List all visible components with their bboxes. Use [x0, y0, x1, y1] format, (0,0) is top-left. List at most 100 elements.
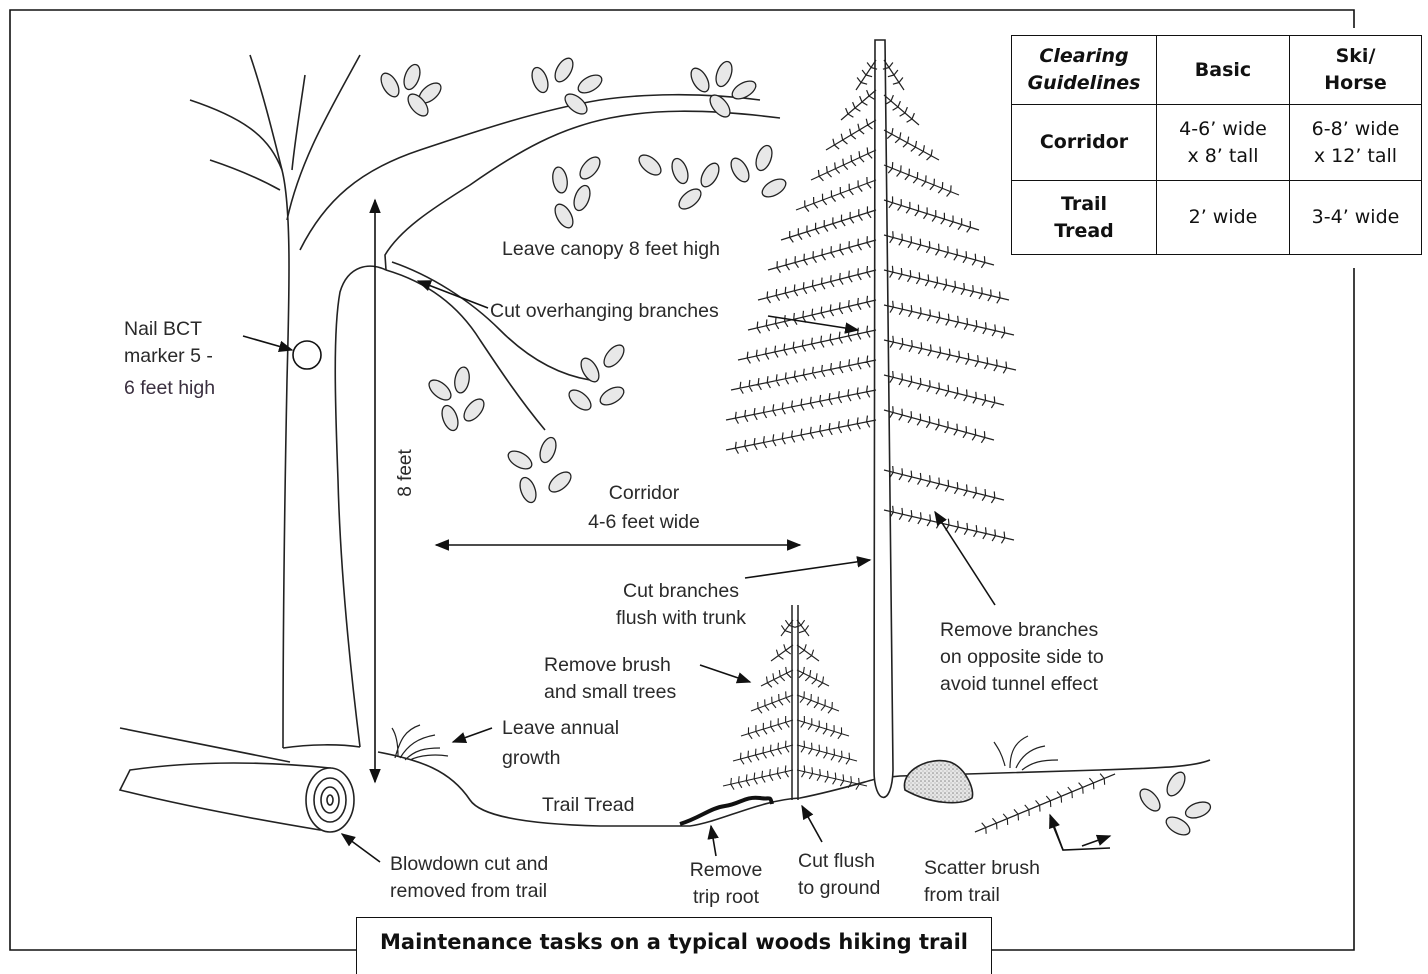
diagram-caption: Maintenance tasks on a typical woods hik…	[357, 930, 991, 954]
cell-line: Tread	[1018, 218, 1150, 245]
conifer-branch	[726, 386, 876, 424]
cell-line: x 12’ tall	[1296, 143, 1415, 170]
conifer-branches	[726, 60, 1016, 543]
column-header-ski-horse: Ski/ Horse	[1290, 36, 1422, 105]
cell-line: Trail	[1018, 191, 1150, 218]
conifer-branch	[796, 177, 876, 212]
scattered-branch	[975, 774, 1115, 834]
label-line: removed from trail	[390, 878, 548, 905]
label-line: to ground	[798, 875, 880, 902]
conifer-branch	[884, 371, 1004, 408]
label-leave-annual: Leave annual growth	[502, 715, 619, 772]
conifer-branch	[797, 741, 857, 765]
label-line: Corridor	[566, 480, 722, 507]
table-row: Corridor 4-6’ wide x 8’ tall 6-8’ wide x…	[1012, 105, 1422, 181]
label-cut-flush-ground: Cut flush to ground	[798, 848, 880, 902]
conifer-branch	[741, 716, 793, 739]
conifer-branch	[884, 266, 1009, 303]
conifer-branch	[884, 336, 1016, 373]
label-line: Nail BCT	[124, 316, 215, 343]
cell-line: 6-8’ wide	[1296, 116, 1415, 143]
cell-line: Clearing	[1018, 43, 1150, 70]
grass-tufts	[392, 725, 1058, 770]
label-line: trip root	[676, 884, 776, 911]
conifer-branch	[761, 667, 793, 687]
column-header-basic: Basic	[1157, 36, 1290, 105]
label-line: on opposite side to	[940, 644, 1104, 671]
label-leave-canopy: Leave canopy 8 feet high	[502, 236, 720, 263]
conifer-branch	[795, 620, 809, 636]
conifer-branch	[975, 774, 1115, 834]
conifer-branch	[884, 196, 979, 232]
label-remove-trip-root: Remove trip root	[676, 857, 776, 911]
conifer-branch	[781, 620, 795, 636]
conifer-branch	[884, 95, 919, 125]
label-remove-brush: Remove brush and small trees	[544, 652, 676, 706]
conifer-branch	[884, 301, 1014, 338]
label-line: marker 5 -	[124, 343, 215, 370]
label-line: Cut branches	[598, 578, 764, 605]
blowdown-log	[120, 763, 354, 832]
conifer-branch	[748, 296, 876, 333]
table-cell: 2’ wide	[1157, 181, 1290, 255]
row-header-trail-tread: Trail Tread	[1012, 181, 1157, 255]
conifer-branch	[723, 765, 793, 789]
label-eight-feet: 8 feet	[395, 449, 417, 497]
label-line: 4-6 feet wide	[566, 509, 722, 536]
caption-box: Maintenance tasks on a typical woods hik…	[356, 917, 992, 974]
conifer-branch	[726, 416, 876, 454]
label-nail-marker: Nail BCT marker 5 - 6 feet high	[124, 316, 215, 402]
conifer-branch	[771, 644, 793, 661]
label-line: Cut flush	[798, 848, 880, 875]
label-cut-overhanging: Cut overhanging branches	[490, 298, 719, 325]
label-line: Leave annual	[502, 715, 619, 742]
label-line: from trail	[924, 882, 1040, 909]
table-row: Trail Tread 2’ wide 3-4’ wide	[1012, 181, 1422, 255]
label-scatter-brush: Scatter brush from trail	[924, 855, 1040, 909]
table-header-row: Clearing Guidelines Basic Ski/ Horse	[1012, 36, 1422, 105]
label-line: Scatter brush	[924, 855, 1040, 882]
cell-line: 4-6’ wide	[1163, 116, 1283, 143]
conifer-branch	[856, 60, 877, 90]
small-conifer	[792, 605, 798, 800]
table-cell: 4-6’ wide x 8’ tall	[1157, 105, 1290, 181]
cell-line: Ski/	[1296, 43, 1415, 70]
conifer-branch	[751, 691, 793, 713]
label-line: and small trees	[544, 679, 676, 706]
table-cell: 6-8’ wide x 12’ tall	[1290, 105, 1422, 181]
label-cut-branches-flush: Cut branches flush with trunk	[598, 578, 764, 632]
label-line: flush with trunk	[598, 605, 764, 632]
cell-line: x 8’ tall	[1163, 143, 1283, 170]
label-line: Remove	[676, 857, 776, 884]
conifer-branch	[797, 765, 867, 789]
clearing-guidelines-table: Clearing Guidelines Basic Ski/ Horse Cor…	[1011, 35, 1422, 255]
conifer-branch	[733, 741, 793, 765]
cell-line: Horse	[1296, 70, 1415, 97]
conifer-branch	[884, 466, 1004, 503]
conifer-branch	[768, 236, 876, 273]
conifer-branch	[797, 667, 829, 687]
label-remove-opposite: Remove branches on opposite side to avoi…	[940, 617, 1104, 698]
label-trail-tread: Trail Tread	[542, 792, 634, 819]
conifer-branch	[731, 356, 876, 394]
label-line: Blowdown cut and	[390, 851, 548, 878]
deciduous-tree	[190, 55, 780, 748]
conifer-branch	[797, 644, 819, 661]
conifer-branch	[758, 266, 876, 303]
label-line: avoid tunnel effect	[940, 671, 1104, 698]
conifer-branch	[826, 119, 876, 150]
trip-root	[680, 798, 772, 824]
label-line: 6 feet high	[124, 375, 215, 402]
label-corridor: Corridor 4-6 feet wide	[566, 480, 722, 536]
conifer-branch	[884, 231, 994, 268]
conifer-branch	[841, 90, 876, 120]
table-cell: 3-4’ wide	[1290, 181, 1422, 255]
label-line: growth	[502, 745, 619, 772]
conifer-tree	[874, 40, 893, 797]
conifer-branch	[884, 128, 939, 160]
label-blowdown: Blowdown cut and removed from trail	[390, 851, 548, 905]
small-conifer-branches	[723, 620, 867, 790]
conifer-branch	[797, 691, 839, 713]
table-corner-header: Clearing Guidelines	[1012, 36, 1157, 105]
label-line: Remove brush	[544, 652, 676, 679]
